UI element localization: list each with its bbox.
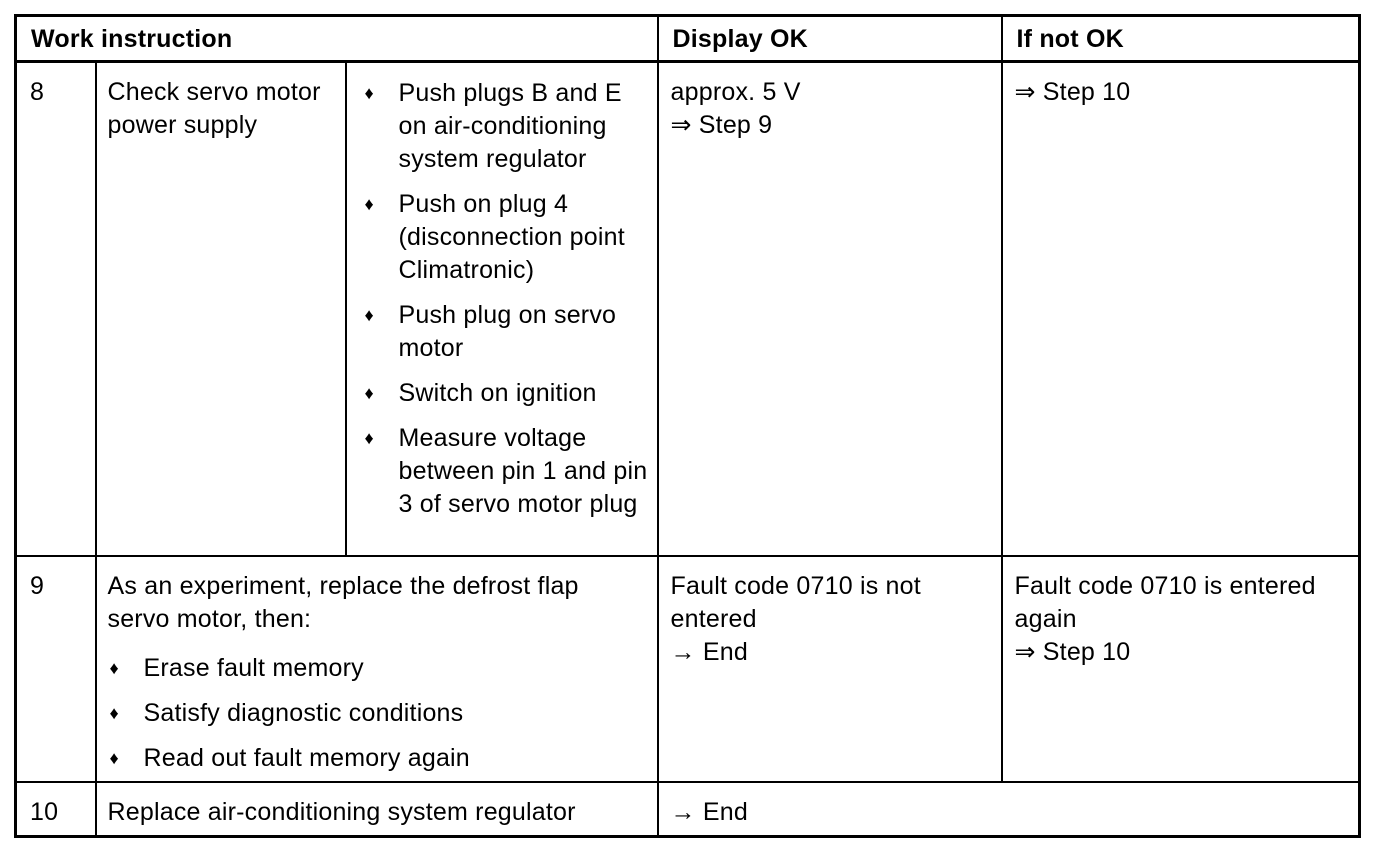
action-text: Read out fault memory again [143,743,470,772]
list-item: ♦ Erase fault memory [110,652,621,685]
bullet-diamond-icon: ♦ [364,428,374,448]
action-text: Push on plug 4 (disconnection point Clim… [398,190,625,284]
display-ok-line: → End [670,637,748,666]
header-work-instruction: Work instruction [14,14,659,63]
result-line: → End [670,797,748,826]
list-item: ♦ Switch on ignition [365,377,653,410]
step-9-action-list: ♦ Erase fault memory ♦ Satisfy diagnosti… [108,652,621,775]
action-text: Erase fault memory [143,653,364,682]
action-text: Measure voltage between pin 1 and pin 3 … [398,424,648,518]
step-10-result-cell: → End [656,780,1361,837]
table-row-step-9: 9 As an experiment, replace the defrost … [14,554,1361,783]
step-8-display-ok-cell: approx. 5 V ⇒ Step 9 [656,60,1003,557]
table-row-step-10: 10 Replace air-conditioning system regul… [14,780,1361,837]
bullet-diamond-icon: ♦ [364,194,374,214]
list-item: ♦ Measure voltage between pin 1 and pin … [365,422,653,521]
bullet-diamond-icon: ♦ [109,657,119,678]
list-item: ♦ Push on plug 4 (disconnection point Cl… [365,188,653,287]
if-not-ok-line: Fault code 0710 is entered again [1014,571,1316,633]
action-text: Switch on ignition [398,379,597,407]
if-not-ok-line: ⇒ Step 10 [1014,78,1131,106]
action-text: Push plug on servo motor [398,301,617,362]
work-instruction-table: Work instruction Display OK If not OK 8 … [14,14,1362,838]
display-ok-line: Fault code 0710 is not entered [670,571,921,633]
bullet-diamond-icon: ♦ [109,702,119,723]
step-8-action-list: ♦ Push plugs B and E on air-conditioning… [365,77,653,521]
action-text: Satisfy diagnostic conditions [143,698,464,727]
step-9-if-not-ok-cell: Fault code 0710 is entered again ⇒ Step … [1000,554,1361,783]
if-not-ok-line: ⇒ Step 10 [1014,637,1131,666]
step-9-instruction-intro: As an experiment, replace the defrost fl… [107,571,579,633]
list-item: ♦ Push plugs B and E on air-conditioning… [365,77,653,176]
bullet-diamond-icon: ♦ [364,383,374,403]
step-9-number: 9 [14,554,97,783]
step-9-instruction-cell: As an experiment, replace the defrost fl… [94,554,659,783]
bullet-diamond-icon: ♦ [109,747,119,768]
action-text: Push plugs B and E on air-conditioning s… [398,79,622,173]
display-ok-line: ⇒ Step 9 [670,111,773,139]
step-8-description: Check servo motor power supply [94,60,347,557]
step-8-if-not-ok-cell: ⇒ Step 10 [1000,60,1361,557]
list-item: ♦ Read out fault memory again [110,742,621,775]
bullet-diamond-icon: ♦ [364,83,374,103]
step-8-number: 8 [14,60,97,557]
step-10-number: 10 [14,780,97,837]
bullet-diamond-icon: ♦ [364,305,374,325]
table-row-step-8: 8 Check servo motor power supply ♦ Push … [14,60,1361,557]
step-8-actions-cell: ♦ Push plugs B and E on air-conditioning… [344,60,659,557]
header-if-not-ok: If not OK [1000,14,1361,63]
list-item: ♦ Satisfy diagnostic conditions [110,697,621,730]
step-9-display-ok-cell: Fault code 0710 is not entered → End [656,554,1003,783]
table-header-row: Work instruction Display OK If not OK [14,14,1361,63]
display-ok-line: approx. 5 V [670,78,801,106]
header-display-ok: Display OK [656,14,1003,63]
step-10-instruction-cell: Replace air-conditioning system regulato… [94,780,659,837]
list-item: ♦ Push plug on servo motor [365,299,653,365]
